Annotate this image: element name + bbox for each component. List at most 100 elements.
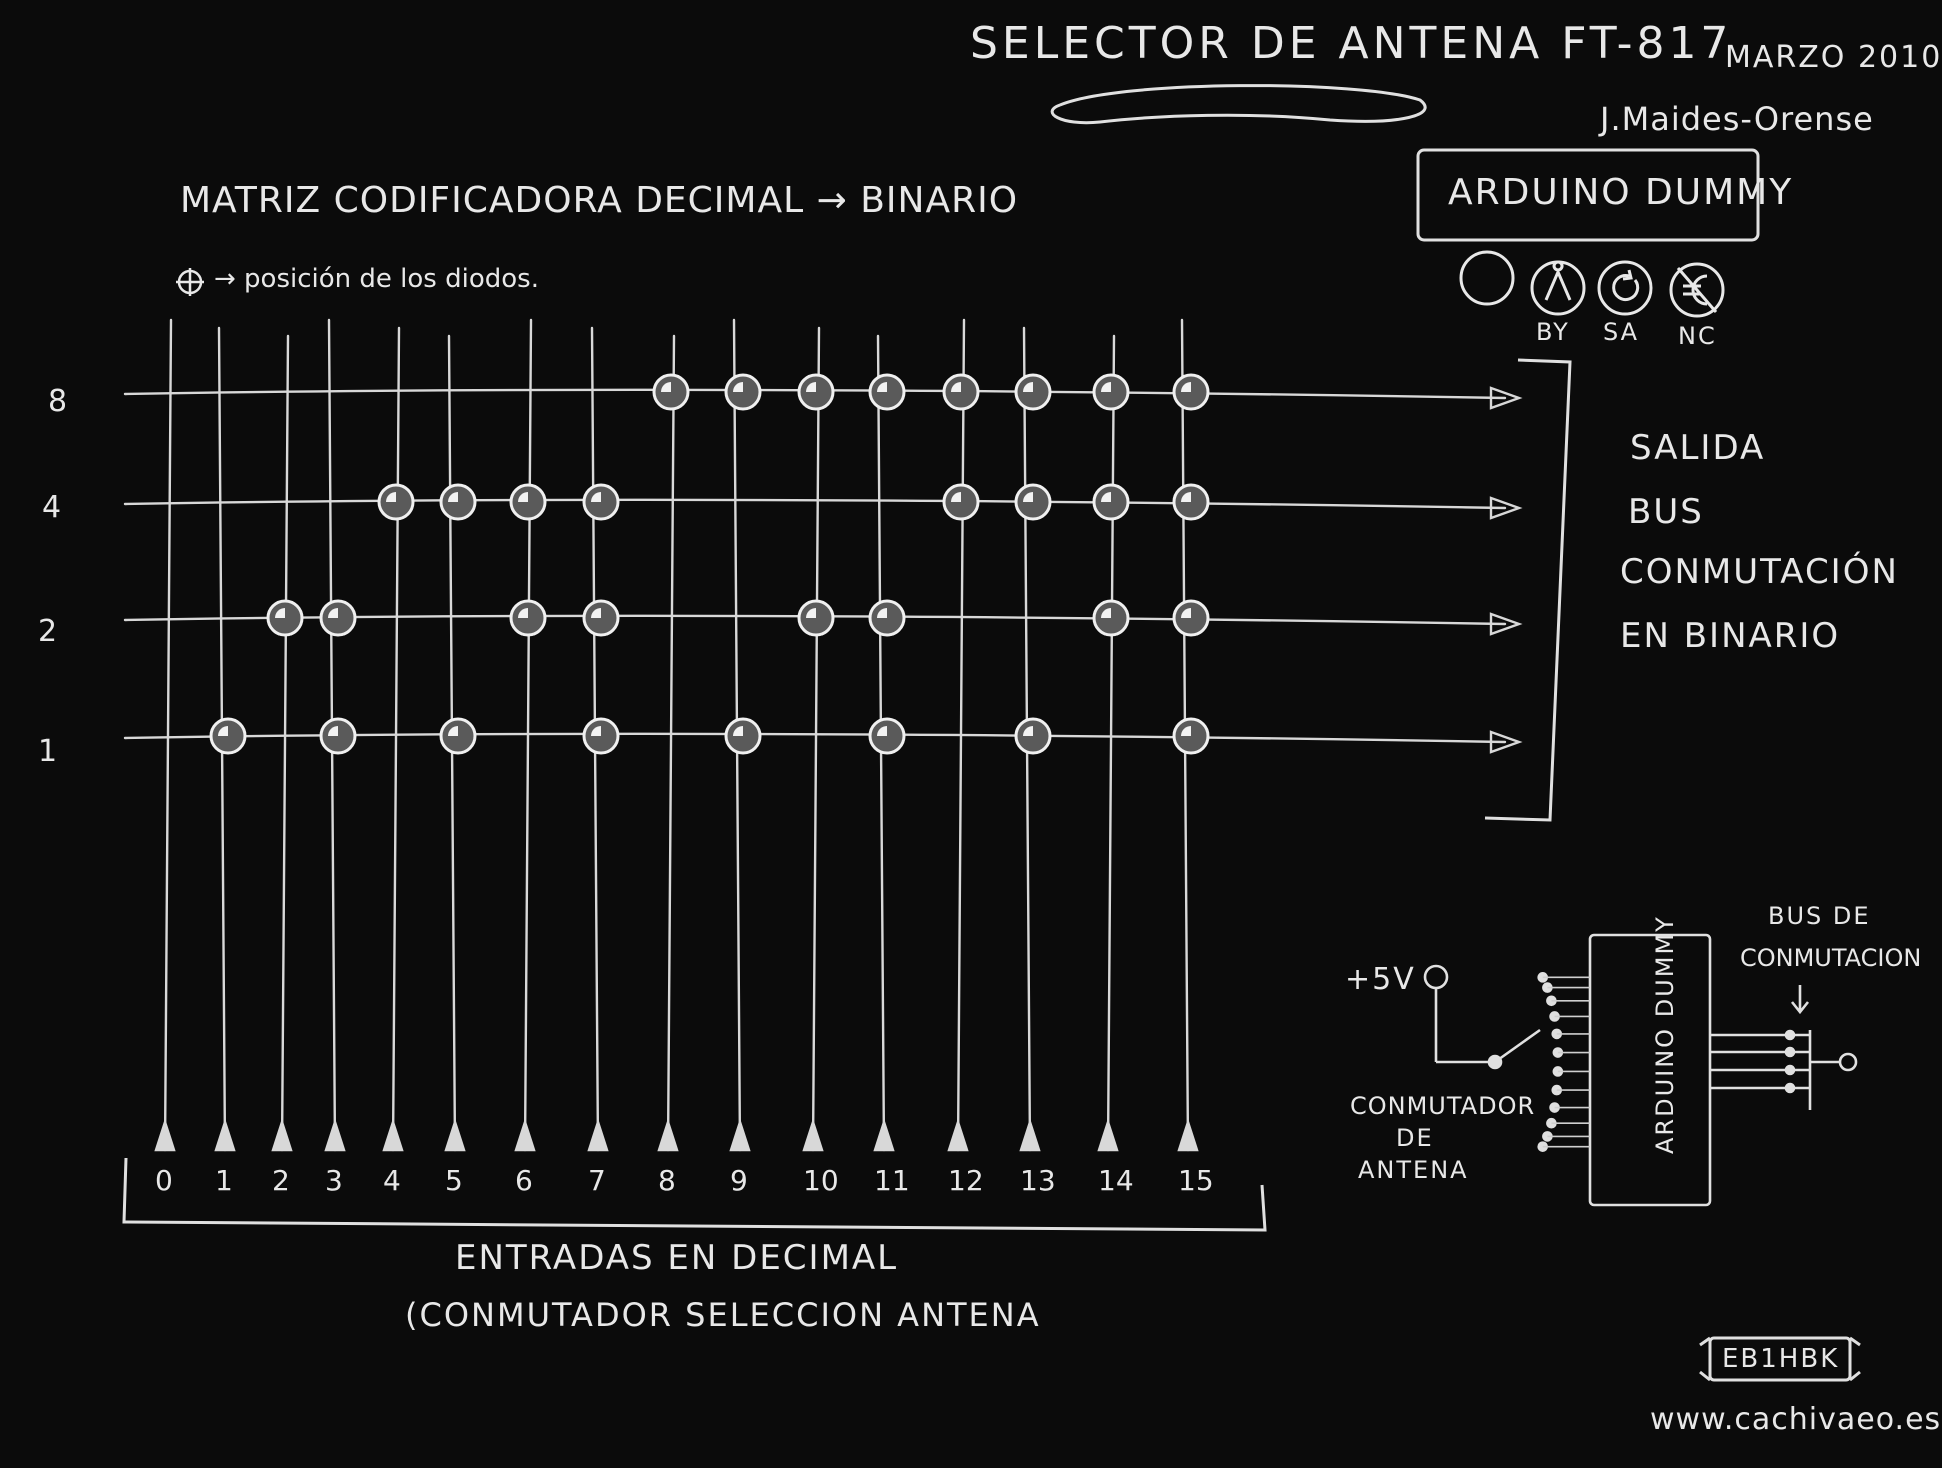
title-underline bbox=[1050, 84, 1427, 125]
bit-line-4 bbox=[123, 498, 1507, 510]
legend-text: → posición de los diodos. bbox=[214, 264, 539, 294]
diode-8-13 bbox=[1014, 373, 1052, 411]
row-label-8: 8 bbox=[48, 384, 70, 419]
matrix-lines bbox=[123, 318, 1523, 1152]
input-arrow-8 bbox=[657, 1118, 679, 1152]
diode-1-7 bbox=[582, 717, 620, 755]
input-arrow-12 bbox=[947, 1118, 969, 1152]
column-label-2: 2 bbox=[272, 1164, 290, 1197]
input-line-8 bbox=[666, 334, 676, 1152]
supply-terminal-icon bbox=[1423, 964, 1449, 990]
date-text: MARZO 2010 bbox=[1725, 40, 1942, 75]
diode-4-15 bbox=[1172, 483, 1210, 521]
diode-8-11 bbox=[868, 373, 906, 411]
diode-4-7 bbox=[582, 483, 620, 521]
input-arrow-15 bbox=[1177, 1118, 1199, 1152]
output-bracket bbox=[1484, 358, 1572, 822]
diode-8-9 bbox=[724, 373, 762, 411]
input-line-0 bbox=[163, 318, 173, 1152]
bit-arrow-2 bbox=[1489, 612, 1523, 636]
column-label-10: 10 bbox=[803, 1164, 839, 1197]
bit-arrow-1 bbox=[1489, 730, 1523, 754]
column-label-15: 15 bbox=[1178, 1164, 1214, 1197]
column-label-12: 12 bbox=[948, 1164, 984, 1197]
inputs-label: ENTRADAS EN DECIMAL bbox=[455, 1238, 899, 1278]
input-line-10 bbox=[811, 326, 821, 1152]
input-arrow-13 bbox=[1019, 1118, 1041, 1152]
column-label-7: 7 bbox=[588, 1164, 606, 1197]
logo-box-text: ARDUINO DUMMY bbox=[1448, 172, 1794, 213]
bus-label-2: CONMUTACION bbox=[1740, 944, 1922, 972]
diode-1-5 bbox=[439, 717, 477, 755]
chip-label: ARDUINO DUMMY bbox=[1651, 915, 1679, 1154]
bit-arrow-4 bbox=[1489, 496, 1523, 520]
license-by-label: BY bbox=[1536, 318, 1570, 346]
bus-node-1 bbox=[1784, 1046, 1796, 1058]
diode-8-12 bbox=[942, 373, 980, 411]
input-arrow-5 bbox=[444, 1118, 466, 1152]
column-label-1: 1 bbox=[215, 1164, 233, 1197]
diode-2-3 bbox=[319, 599, 357, 637]
diode-2-2 bbox=[266, 599, 304, 637]
input-line-14 bbox=[1106, 334, 1116, 1152]
switch-label-2: DE bbox=[1396, 1124, 1434, 1152]
input-arrow-7 bbox=[587, 1118, 609, 1152]
input-arrow-4 bbox=[382, 1118, 404, 1152]
diode-1-11 bbox=[868, 717, 906, 755]
diode-1-3 bbox=[319, 717, 357, 755]
supply-label: +5V bbox=[1345, 962, 1416, 997]
column-label-5: 5 bbox=[445, 1164, 463, 1197]
bit-arrow-8 bbox=[1489, 386, 1523, 410]
bus-node-0 bbox=[1784, 1029, 1796, 1041]
matrix-title: MATRIZ CODIFICADORA DECIMAL → BINARIO bbox=[180, 180, 1019, 221]
output-line-2: BUS bbox=[1628, 492, 1704, 532]
diode-1-9 bbox=[724, 717, 762, 755]
bus-node-3 bbox=[1784, 1082, 1796, 1094]
output-line-1: SALIDA bbox=[1630, 428, 1766, 468]
switch-label-3: ANTENA bbox=[1358, 1156, 1469, 1184]
switch-contacts bbox=[1537, 972, 1590, 1152]
license-badges bbox=[1459, 250, 1725, 318]
input-line-4 bbox=[391, 326, 401, 1152]
bus-terminal-icon bbox=[1838, 1052, 1858, 1072]
switch-wiper bbox=[1494, 1028, 1541, 1064]
input-arrow-9 bbox=[729, 1118, 751, 1152]
output-line-3: CONMUTACIÓN bbox=[1620, 552, 1899, 592]
input-arrow-14 bbox=[1097, 1118, 1119, 1152]
license-sa-label: SA bbox=[1603, 318, 1640, 346]
website-text: www.cachivaeo.es bbox=[1650, 1402, 1942, 1437]
column-label-3: 3 bbox=[325, 1164, 343, 1197]
bus-lines bbox=[1710, 1029, 1810, 1094]
bus-arrow-icon bbox=[1790, 985, 1810, 1015]
row-label-2: 2 bbox=[38, 614, 60, 649]
callsign-plaque bbox=[1699, 1336, 1861, 1382]
diode-8-8 bbox=[652, 373, 690, 411]
bus-label-1: BUS DE bbox=[1768, 902, 1871, 930]
diode-2-15 bbox=[1172, 599, 1210, 637]
circuit-drawing bbox=[1423, 933, 1858, 1207]
diode-1-15 bbox=[1172, 717, 1210, 755]
column-label-14: 14 bbox=[1098, 1164, 1134, 1197]
diode-4-5 bbox=[439, 483, 477, 521]
callsign-text: EB1HBK bbox=[1722, 1344, 1840, 1374]
diode-1-13 bbox=[1014, 717, 1052, 755]
input-arrow-6 bbox=[514, 1118, 536, 1152]
column-label-4: 4 bbox=[383, 1164, 401, 1197]
diode-2-6 bbox=[509, 599, 547, 637]
sa-icon bbox=[1597, 260, 1653, 316]
diode-4-6 bbox=[509, 483, 547, 521]
diode-8-10 bbox=[797, 373, 835, 411]
diodes bbox=[209, 373, 1210, 755]
input-arrow-3 bbox=[324, 1118, 346, 1152]
column-label-8: 8 bbox=[658, 1164, 676, 1197]
diode-4-4 bbox=[377, 483, 415, 521]
column-label-9: 9 bbox=[730, 1164, 748, 1197]
diode-4-12 bbox=[942, 483, 980, 521]
input-arrow-10 bbox=[802, 1118, 824, 1152]
author-text: J.Maides-Orense bbox=[1600, 100, 1874, 138]
logo-box-frame bbox=[1416, 148, 1760, 242]
inputs-bracket bbox=[122, 1157, 1267, 1232]
license-nc-label: NC bbox=[1678, 322, 1717, 350]
arduino-chip bbox=[1588, 933, 1712, 1207]
